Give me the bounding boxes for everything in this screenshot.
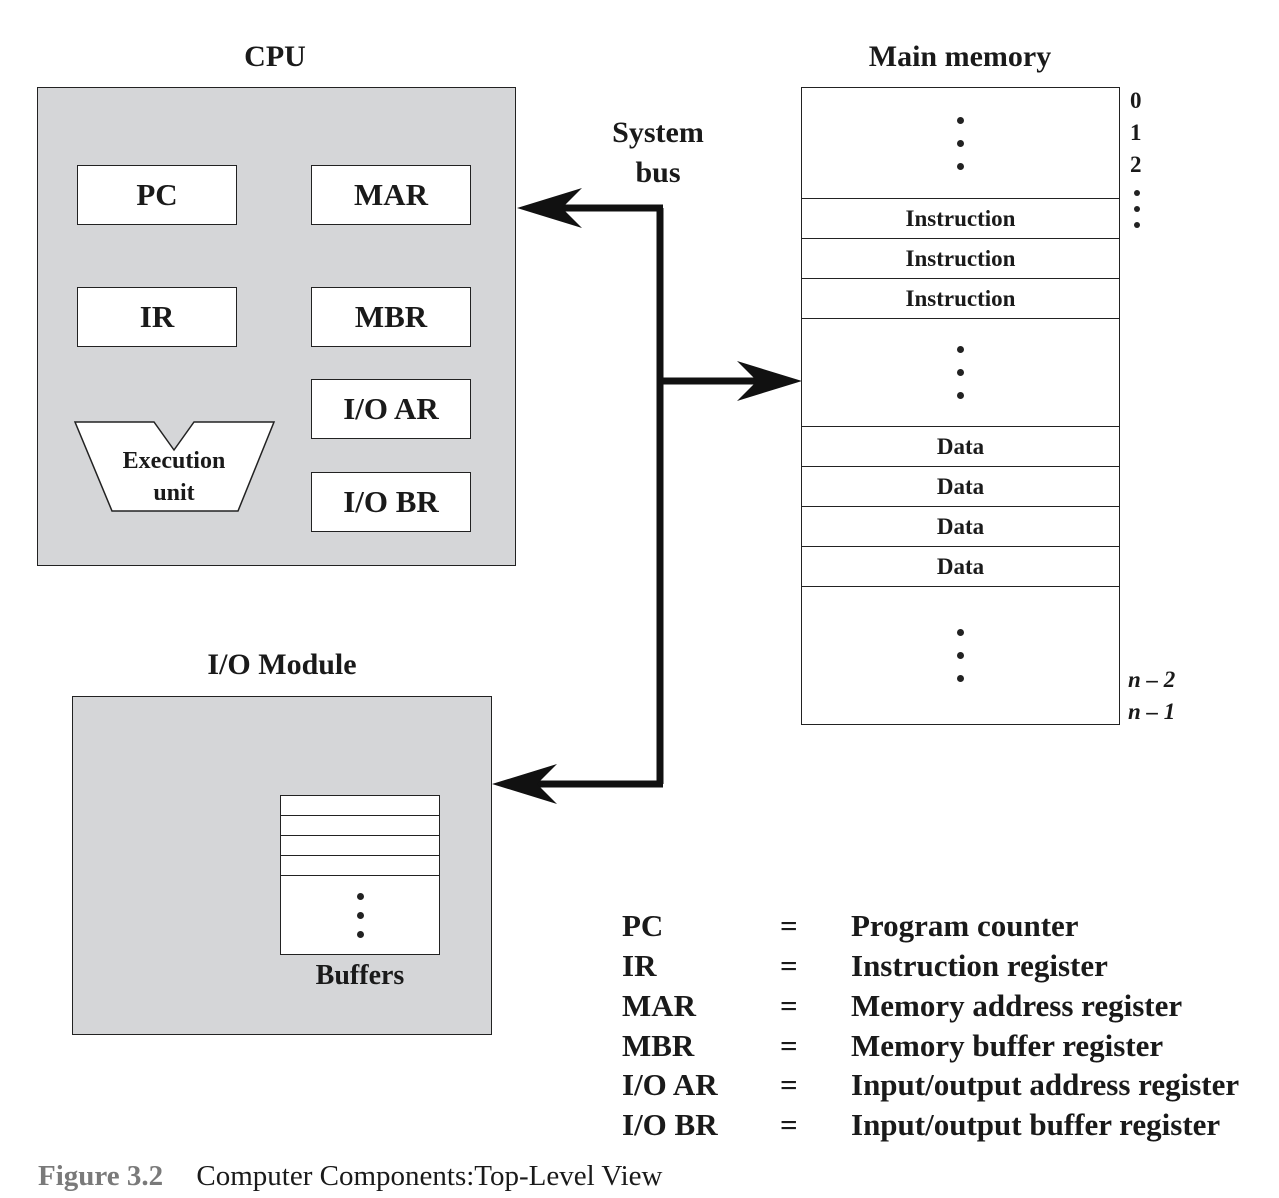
memory-row-instruction: Instruction <box>802 279 1119 319</box>
legend-abbr: I/O BR <box>622 1107 718 1142</box>
pc-register: PC <box>77 165 237 225</box>
system-bus-label-line1: System <box>612 116 704 149</box>
mar-register: MAR <box>311 165 471 225</box>
buffer-slot <box>281 796 439 816</box>
figure-caption-label: Figure 3.2 <box>38 1160 164 1192</box>
legend-meaning: Input/output buffer register <box>851 1107 1221 1142</box>
legend-abbr: IR <box>622 948 657 983</box>
memory-row-data: Data <box>802 427 1119 467</box>
arrow-to-io-module-icon <box>492 764 557 804</box>
memory-ellipsis-bottom <box>802 587 1119 723</box>
legend-meaning: Memory buffer register <box>851 1028 1164 1063</box>
legend-abbr: MBR <box>622 1028 695 1063</box>
arrow-to-memory-icon <box>737 361 802 401</box>
legend-equals: = <box>780 988 798 1023</box>
io-buffers-block <box>280 795 440 955</box>
main-memory-block: Instruction Instruction Instruction Data… <box>801 87 1120 725</box>
legend-equals: = <box>780 1028 798 1063</box>
memory-row-data: Data <box>802 547 1119 587</box>
io-ar-register: I/O AR <box>311 379 471 439</box>
legend-meaning: Input/output address register <box>851 1067 1240 1102</box>
buffer-slot <box>281 816 439 836</box>
address-2: 2 <box>1130 152 1142 177</box>
legend-meaning: Instruction register <box>851 948 1108 983</box>
address-1: 1 <box>1130 120 1142 145</box>
legend-equals: = <box>780 1067 798 1102</box>
execution-unit-label-line1: Execution <box>122 448 226 474</box>
cpu-title: CPU <box>244 40 306 73</box>
legend-equals: = <box>780 1107 798 1142</box>
memory-row-data: Data <box>802 467 1119 507</box>
memory-row-data: Data <box>802 507 1119 547</box>
legend-meaning: Memory address register <box>851 988 1183 1023</box>
memory-ellipsis-middle <box>802 319 1119 427</box>
legend-abbr: PC <box>622 908 664 943</box>
buffer-slot <box>281 856 439 876</box>
legend-abbr: MAR <box>622 988 697 1023</box>
io-module-title: I/O Module <box>207 648 357 681</box>
legend-abbr: I/O AR <box>622 1067 718 1102</box>
io-br-register: I/O BR <box>311 472 471 532</box>
address-n-minus-1: n – 1 <box>1128 699 1176 724</box>
main-memory-title: Main memory <box>868 40 1052 73</box>
figure-caption-text: Computer Components:Top-Level View <box>196 1160 663 1192</box>
buffer-slot <box>281 836 439 856</box>
buffers-label: Buffers <box>315 960 405 991</box>
legend-equals: = <box>780 908 798 943</box>
legend-meaning: Program counter <box>851 908 1079 943</box>
legend-equals: = <box>780 948 798 983</box>
address-ellipsis <box>1132 185 1142 233</box>
ir-register: IR <box>77 287 237 347</box>
address-n-minus-2: n – 2 <box>1128 667 1176 692</box>
system-bus-label-line2: bus <box>635 156 681 189</box>
memory-row-instruction: Instruction <box>802 239 1119 279</box>
execution-unit-label-line2: unit <box>153 480 195 506</box>
buffer-ellipsis <box>281 876 439 954</box>
execution-unit-shape <box>73 421 276 512</box>
memory-ellipsis-top <box>802 88 1119 199</box>
memory-row-instruction: Instruction <box>802 199 1119 239</box>
address-0: 0 <box>1130 88 1142 113</box>
system-bus-lines <box>525 204 770 788</box>
mbr-register: MBR <box>311 287 471 347</box>
figure-caption: Figure 3.2 Computer Components:Top-Level… <box>38 1160 662 1193</box>
arrow-to-cpu-icon <box>517 188 582 228</box>
